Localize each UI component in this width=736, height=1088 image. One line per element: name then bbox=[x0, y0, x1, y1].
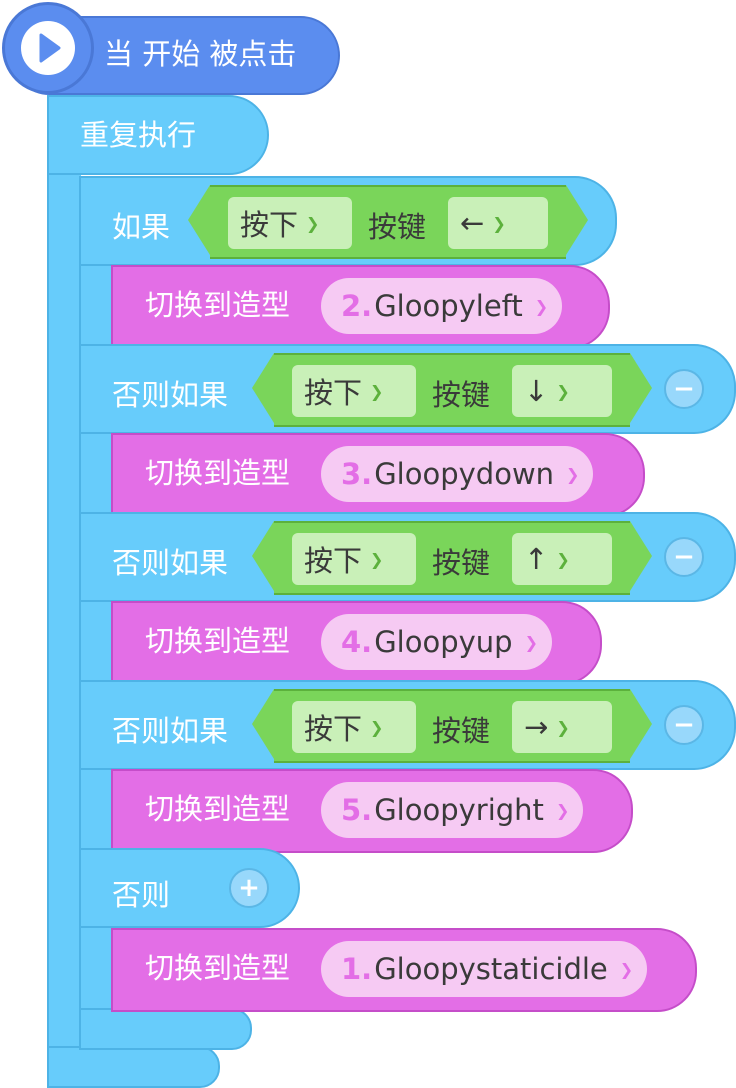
chevron-down-icon: ❯ bbox=[370, 381, 384, 401]
costume-dropdown[interactable]: 2.Gloopyleft❯ bbox=[321, 278, 563, 334]
switch-costume-block[interactable]: 切换到造型 1.Gloopystaticidle❯ bbox=[111, 928, 697, 1012]
chevron-down-icon: ❯ bbox=[534, 296, 549, 316]
chevron-down-icon: ❯ bbox=[524, 632, 538, 652]
chevron-down-icon: ❯ bbox=[566, 464, 580, 484]
key-dropdown[interactable]: ←❯ bbox=[448, 197, 548, 249]
chevron-down-icon: ❯ bbox=[556, 717, 570, 737]
chevron-down-icon: ❯ bbox=[306, 213, 320, 233]
costume-dropdown[interactable]: 4.Gloopyup❯ bbox=[321, 614, 552, 670]
else-if-label: 否则如果 bbox=[112, 546, 229, 580]
key-label: 按键 bbox=[432, 378, 491, 412]
forever-label: 重复执行 bbox=[80, 118, 197, 152]
else-if-label: 否则如果 bbox=[112, 714, 229, 748]
key-pressed-condition[interactable]: 按下❯ 按键 →❯ bbox=[252, 689, 652, 763]
key-dropdown[interactable]: →❯ bbox=[512, 701, 612, 753]
switch-costume-block[interactable]: 切换到造型 4.Gloopyup❯ bbox=[111, 601, 602, 685]
hat-label: 当 开始 被点击 bbox=[104, 37, 297, 71]
pressed-dropdown[interactable]: 按下❯ bbox=[292, 533, 416, 585]
chevron-down-icon: ❯ bbox=[492, 213, 506, 233]
costume-dropdown[interactable]: 3.Gloopydown❯ bbox=[321, 446, 594, 502]
switch-costume-label: 切换到造型 bbox=[145, 624, 291, 658]
start-circle bbox=[2, 2, 94, 94]
chevron-down-icon: ❯ bbox=[556, 549, 570, 569]
switch-costume-label: 切换到造型 bbox=[145, 951, 291, 985]
switch-costume-block[interactable]: 切换到造型 2.Gloopyleft❯ bbox=[111, 265, 610, 349]
add-branch-button[interactable]: + bbox=[229, 868, 269, 908]
chevron-down-icon: ❯ bbox=[556, 381, 570, 401]
if-else-bottom bbox=[79, 1008, 252, 1050]
remove-branch-button[interactable]: − bbox=[664, 537, 704, 577]
chevron-down-icon: ❯ bbox=[370, 549, 384, 569]
chevron-down-icon: ❯ bbox=[370, 717, 384, 737]
costume-dropdown[interactable]: 1.Gloopystaticidle❯ bbox=[321, 941, 648, 997]
switch-costume-label: 切换到造型 bbox=[145, 288, 291, 322]
key-label: 按键 bbox=[432, 714, 491, 748]
key-pressed-condition[interactable]: 按下❯ 按键 ←❯ bbox=[188, 185, 588, 259]
chevron-down-icon: ❯ bbox=[555, 800, 570, 820]
remove-branch-button[interactable]: − bbox=[664, 705, 704, 745]
key-pressed-condition[interactable]: 按下❯ 按键 ↓❯ bbox=[252, 353, 652, 427]
switch-costume-label: 切换到造型 bbox=[145, 792, 291, 826]
key-dropdown[interactable]: ↓❯ bbox=[512, 365, 612, 417]
play-icon bbox=[21, 21, 75, 75]
forever-bottom bbox=[47, 1046, 220, 1088]
pressed-dropdown[interactable]: 按下❯ bbox=[228, 197, 352, 249]
forever-arm bbox=[47, 170, 81, 1046]
chevron-down-icon: ❯ bbox=[619, 959, 634, 979]
switch-costume-block[interactable]: 切换到造型 5.Gloopyright❯ bbox=[111, 769, 633, 853]
else-if-label: 否则如果 bbox=[112, 378, 229, 412]
if-label: 如果 bbox=[112, 210, 171, 244]
key-label: 按键 bbox=[432, 546, 491, 580]
pressed-dropdown[interactable]: 按下❯ bbox=[292, 365, 416, 417]
remove-branch-button[interactable]: − bbox=[664, 369, 704, 409]
costume-dropdown[interactable]: 5.Gloopyright❯ bbox=[321, 782, 584, 838]
pressed-dropdown[interactable]: 按下❯ bbox=[292, 701, 416, 753]
else-label: 否则 bbox=[112, 878, 171, 912]
key-dropdown[interactable]: ↑❯ bbox=[512, 533, 612, 585]
key-pressed-condition[interactable]: 按下❯ 按键 ↑❯ bbox=[252, 521, 652, 595]
forever-block[interactable] bbox=[47, 95, 269, 175]
switch-costume-block[interactable]: 切换到造型 3.Gloopydown❯ bbox=[111, 433, 645, 517]
key-label: 按键 bbox=[368, 210, 427, 244]
switch-costume-label: 切换到造型 bbox=[145, 456, 291, 490]
